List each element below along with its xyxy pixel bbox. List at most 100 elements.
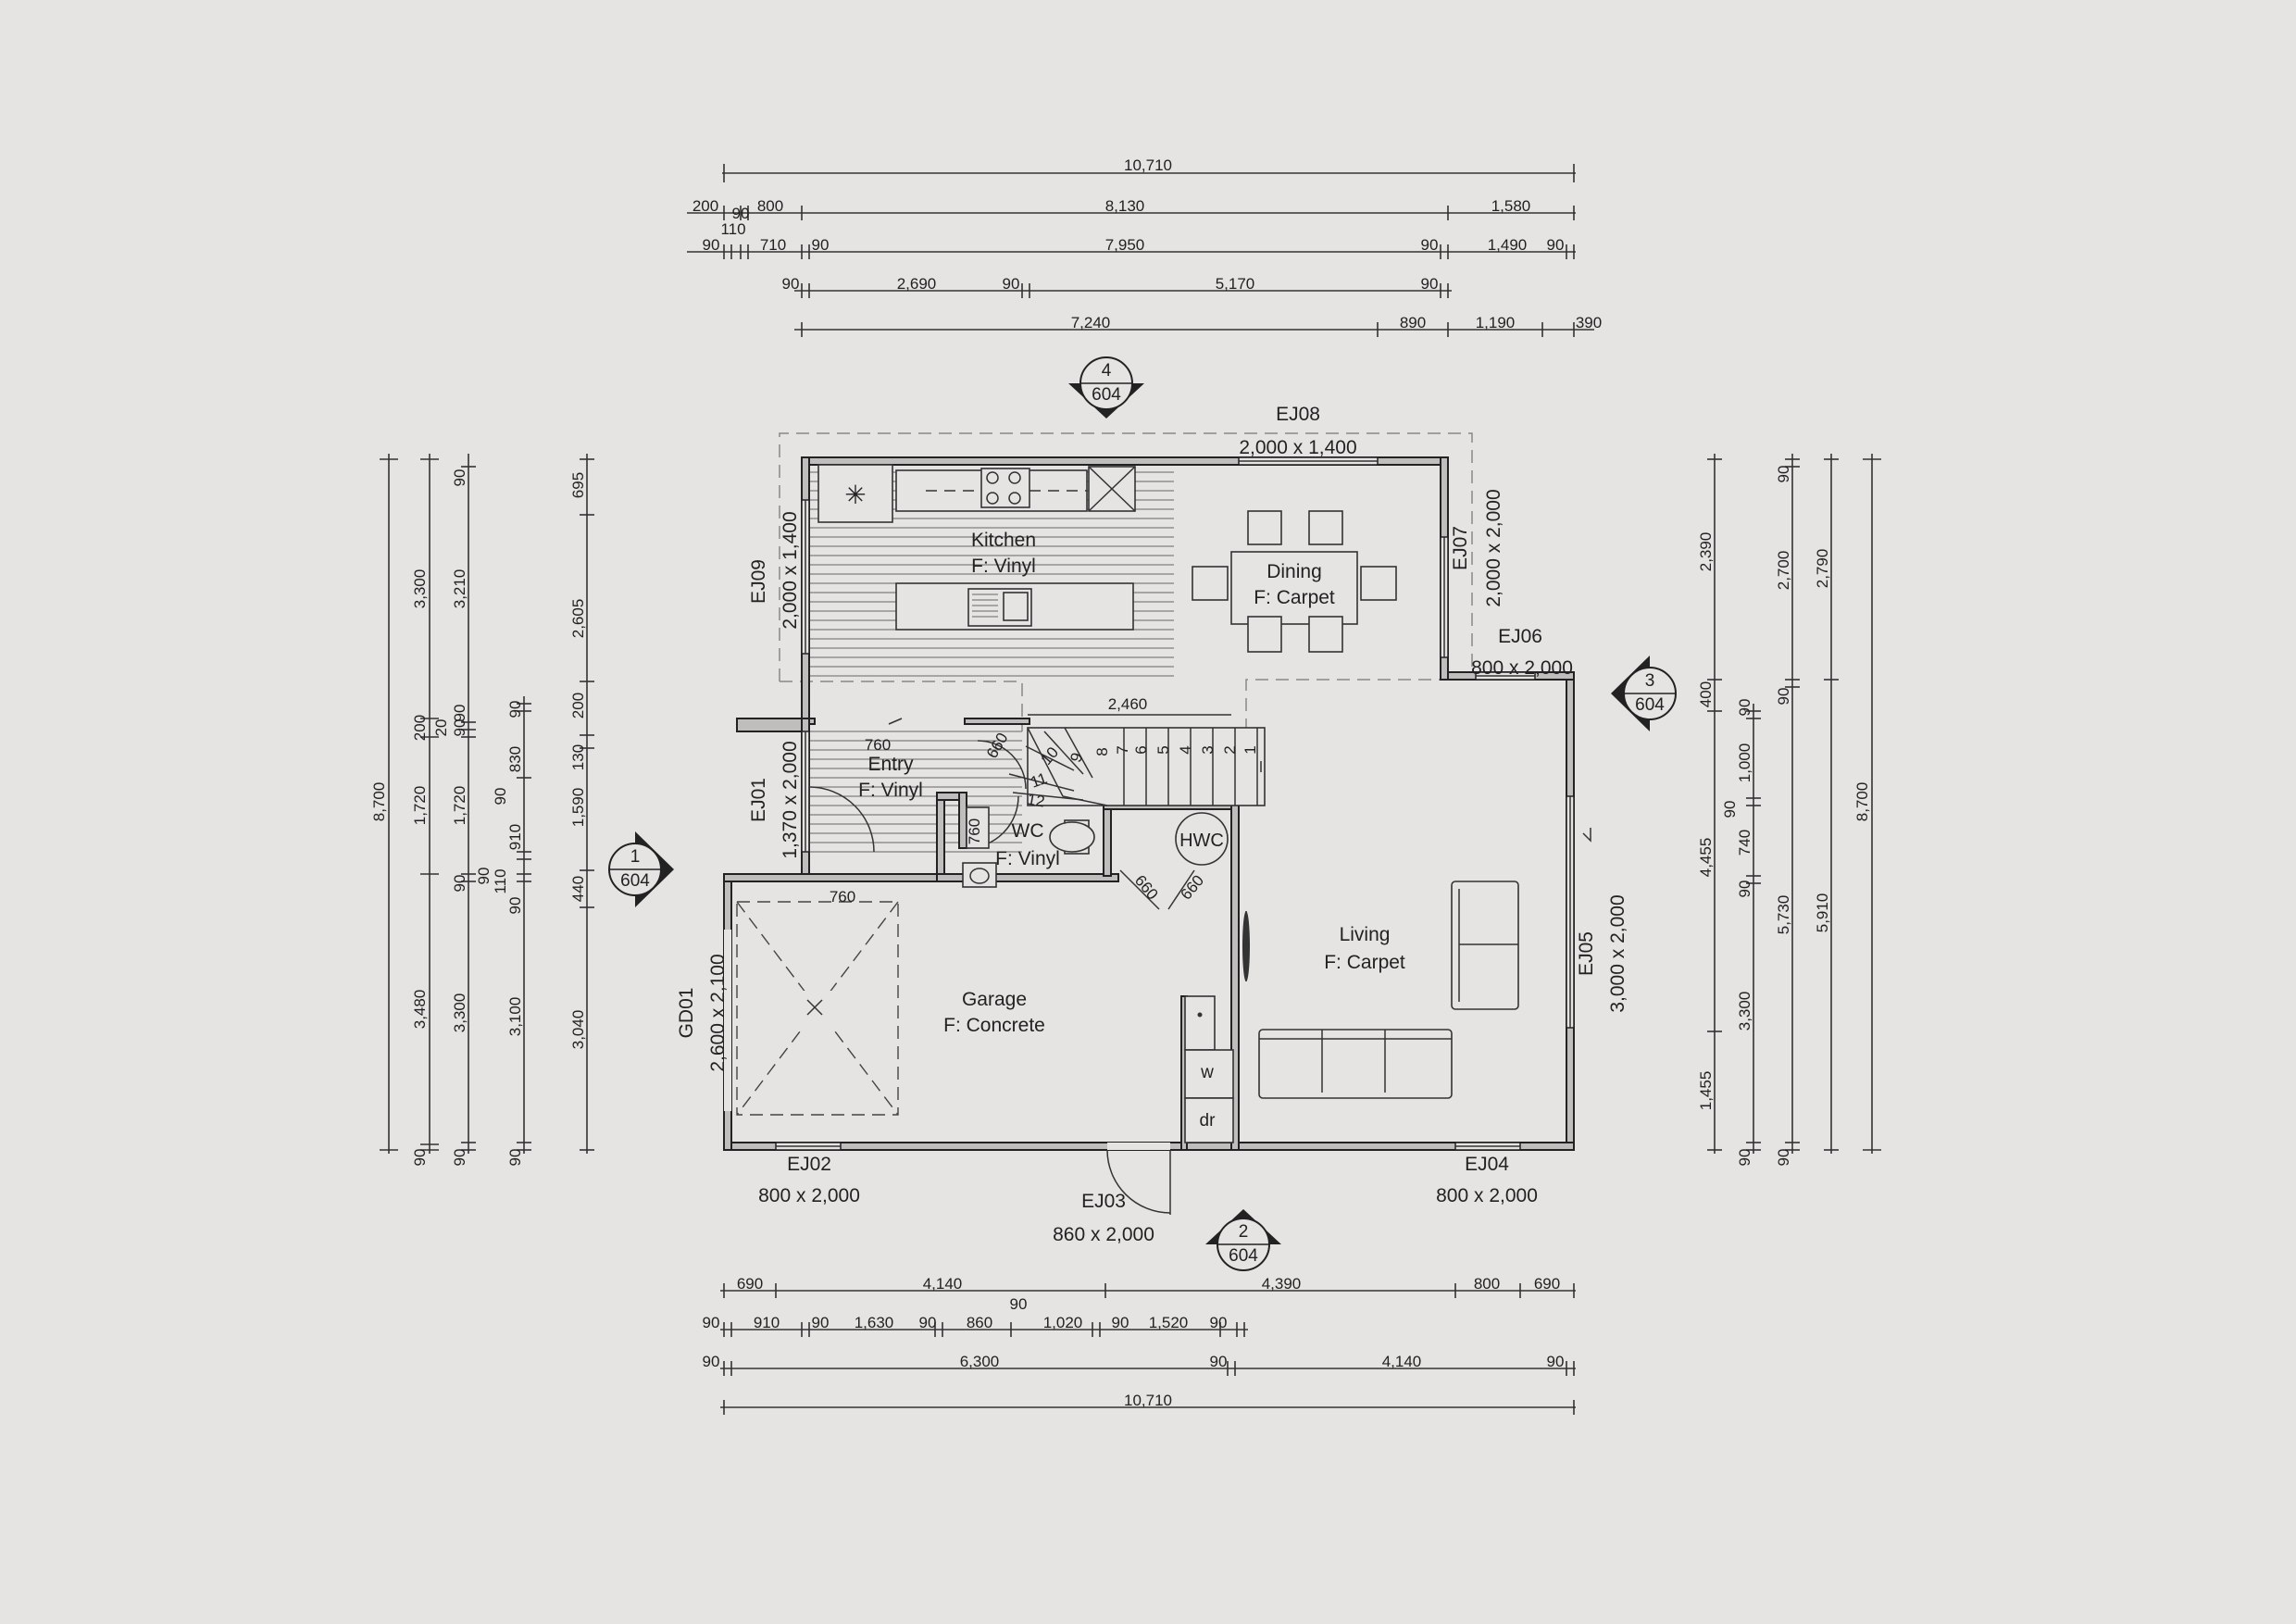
gd01-size: 2,600 x 2,100 <box>707 954 729 1071</box>
stair-number: 8 <box>1093 747 1111 756</box>
dim-label: 90 <box>451 705 468 722</box>
dim-label: 440 <box>569 876 587 902</box>
section-marker-num: 3 <box>1645 671 1655 691</box>
dim-label: 90 <box>1775 1149 1792 1167</box>
dim-label: 200 <box>411 715 429 741</box>
dim-bottom-overall: 10,710 <box>1124 1392 1172 1409</box>
dim-label: 6,300 <box>960 1353 1000 1370</box>
ej02-id: EJ02 <box>787 1154 831 1175</box>
ej03-size: 860 x 2,000 <box>1053 1224 1154 1245</box>
dim-label: 90 <box>451 1149 468 1167</box>
dim-label: 90 <box>703 1353 720 1370</box>
dim-label: 200 <box>693 197 718 215</box>
dim-label: 90 <box>411 1149 429 1167</box>
dim-label: 1,720 <box>411 786 429 826</box>
doors <box>724 718 1250 1215</box>
dim-label: 1,580 <box>1491 197 1531 215</box>
dim-label: 2,700 <box>1775 551 1792 591</box>
dining-table <box>1192 510 1397 653</box>
dim-label: 200 <box>569 693 587 718</box>
ej05-size: 3,000 x 2,000 <box>1607 894 1628 1012</box>
dim-label: 8,130 <box>1105 197 1145 215</box>
section-marker-num: 2 <box>1239 1222 1249 1242</box>
ej06-id: EJ06 <box>1498 626 1542 647</box>
dim-label: 90 <box>1210 1314 1228 1331</box>
ej03-id: EJ03 <box>1081 1191 1126 1212</box>
room-floor-dining: F: Carpet <box>1254 587 1335 608</box>
dim-label: 1,455 <box>1697 1071 1715 1111</box>
ej04-size: 800 x 2,000 <box>1436 1185 1538 1206</box>
dim-label: 90 <box>492 788 509 806</box>
dim-label: 90 <box>451 469 468 487</box>
dimensions-left: 8,700 3,300 200 1,720 3,480 90 90 3,210 … <box>370 454 594 1166</box>
dim-label: 90 <box>1003 275 1020 293</box>
stair-number: 3 <box>1199 745 1217 754</box>
section-marker-sheet: 604 <box>1635 695 1665 715</box>
dim-label: 800 <box>757 197 783 215</box>
dim-top-overall: 10,710 <box>1124 156 1172 174</box>
dim-label: 90 <box>475 868 493 885</box>
ej04-id: EJ04 <box>1465 1154 1509 1175</box>
dim-label: 90 <box>451 875 468 893</box>
dim-label: 2,690 <box>897 275 937 293</box>
hwc-label: HWC <box>1179 831 1224 851</box>
dim-label: 90 <box>1736 1149 1753 1167</box>
dim-label: 110 <box>492 868 509 893</box>
dim-label: 860 <box>967 1314 992 1331</box>
dryer-label: dr <box>1200 1111 1217 1131</box>
dim-label: 90 <box>1736 881 1753 898</box>
wc-fixtures <box>962 806 1095 888</box>
section-marker-2[interactable]: 2 604 <box>1205 1209 1281 1271</box>
dim-label: 830 <box>506 746 524 772</box>
room-floor-kitchen: F: Vinyl <box>971 556 1036 577</box>
dim-label: 3,300 <box>451 993 468 1033</box>
ej01-size: 1,370 x 2,000 <box>780 741 801 858</box>
dim-label: 90 <box>1421 236 1439 254</box>
opening-tags: EJ08 2,000 x 1,400 EJ07 2,000 x 2,000 EJ… <box>676 404 1628 1245</box>
dim-label: 90 <box>1736 699 1753 717</box>
windows <box>775 456 1575 1151</box>
laundry <box>1184 995 1234 1143</box>
dim-label: 800 <box>1474 1275 1500 1293</box>
hwc-cylinder <box>1175 812 1229 866</box>
ej05-id: EJ05 <box>1576 931 1597 976</box>
washer-label: w <box>1200 1063 1214 1082</box>
stair-number: 6 <box>1132 745 1150 754</box>
door-width-cupboard-a: 660 <box>1131 871 1162 903</box>
dim-label: 90 <box>812 236 830 254</box>
dim-label: 130 <box>569 744 587 770</box>
room-name-dining: Dining <box>1267 561 1322 582</box>
dim-label: 4,140 <box>923 1275 963 1293</box>
section-marker-sheet: 604 <box>1229 1246 1258 1266</box>
section-marker-1[interactable]: 1 604 <box>608 831 674 907</box>
section-marker-4[interactable]: 4 604 <box>1068 356 1144 418</box>
ej08-id: EJ08 <box>1276 404 1320 425</box>
dim-label: 7,950 <box>1105 236 1145 254</box>
dim-label: 3,300 <box>411 569 429 609</box>
dim-label: 90 <box>451 719 468 737</box>
dim-label: 5,910 <box>1814 893 1831 933</box>
dim-label: 1,000 <box>1736 743 1753 783</box>
ej09-size: 2,000 x 1,400 <box>780 511 801 629</box>
ej02-size: 800 x 2,000 <box>758 1185 860 1206</box>
section-marker-3[interactable]: 3 604 <box>1611 656 1677 731</box>
dim-label: 4,140 <box>1382 1353 1422 1370</box>
dim-label: 1,590 <box>569 788 587 828</box>
room-name-wc: WC <box>1012 820 1044 842</box>
section-marker-sheet: 604 <box>620 871 650 891</box>
dim-label: 90 <box>919 1314 937 1331</box>
gd01-id: GD01 <box>676 988 697 1039</box>
room-floor-entry: F: Vinyl <box>858 780 923 801</box>
dim-label: 90 <box>703 1314 720 1331</box>
stair-number: 2 <box>1221 745 1239 754</box>
dimensions-top: 10,710 200 90 800 8,130 1,580 110 90 710… <box>687 156 1602 337</box>
dim-label: 90 <box>1721 801 1739 818</box>
ej01-id: EJ01 <box>748 778 769 822</box>
dim-label: 3,210 <box>451 569 468 609</box>
ej09-id: EJ09 <box>748 559 769 604</box>
dim-label: 1,020 <box>1043 1314 1083 1331</box>
garage-door-symbol <box>736 901 899 1116</box>
dim-label: 90 <box>1010 1295 1028 1313</box>
dim-label: 90 <box>1547 1353 1565 1370</box>
